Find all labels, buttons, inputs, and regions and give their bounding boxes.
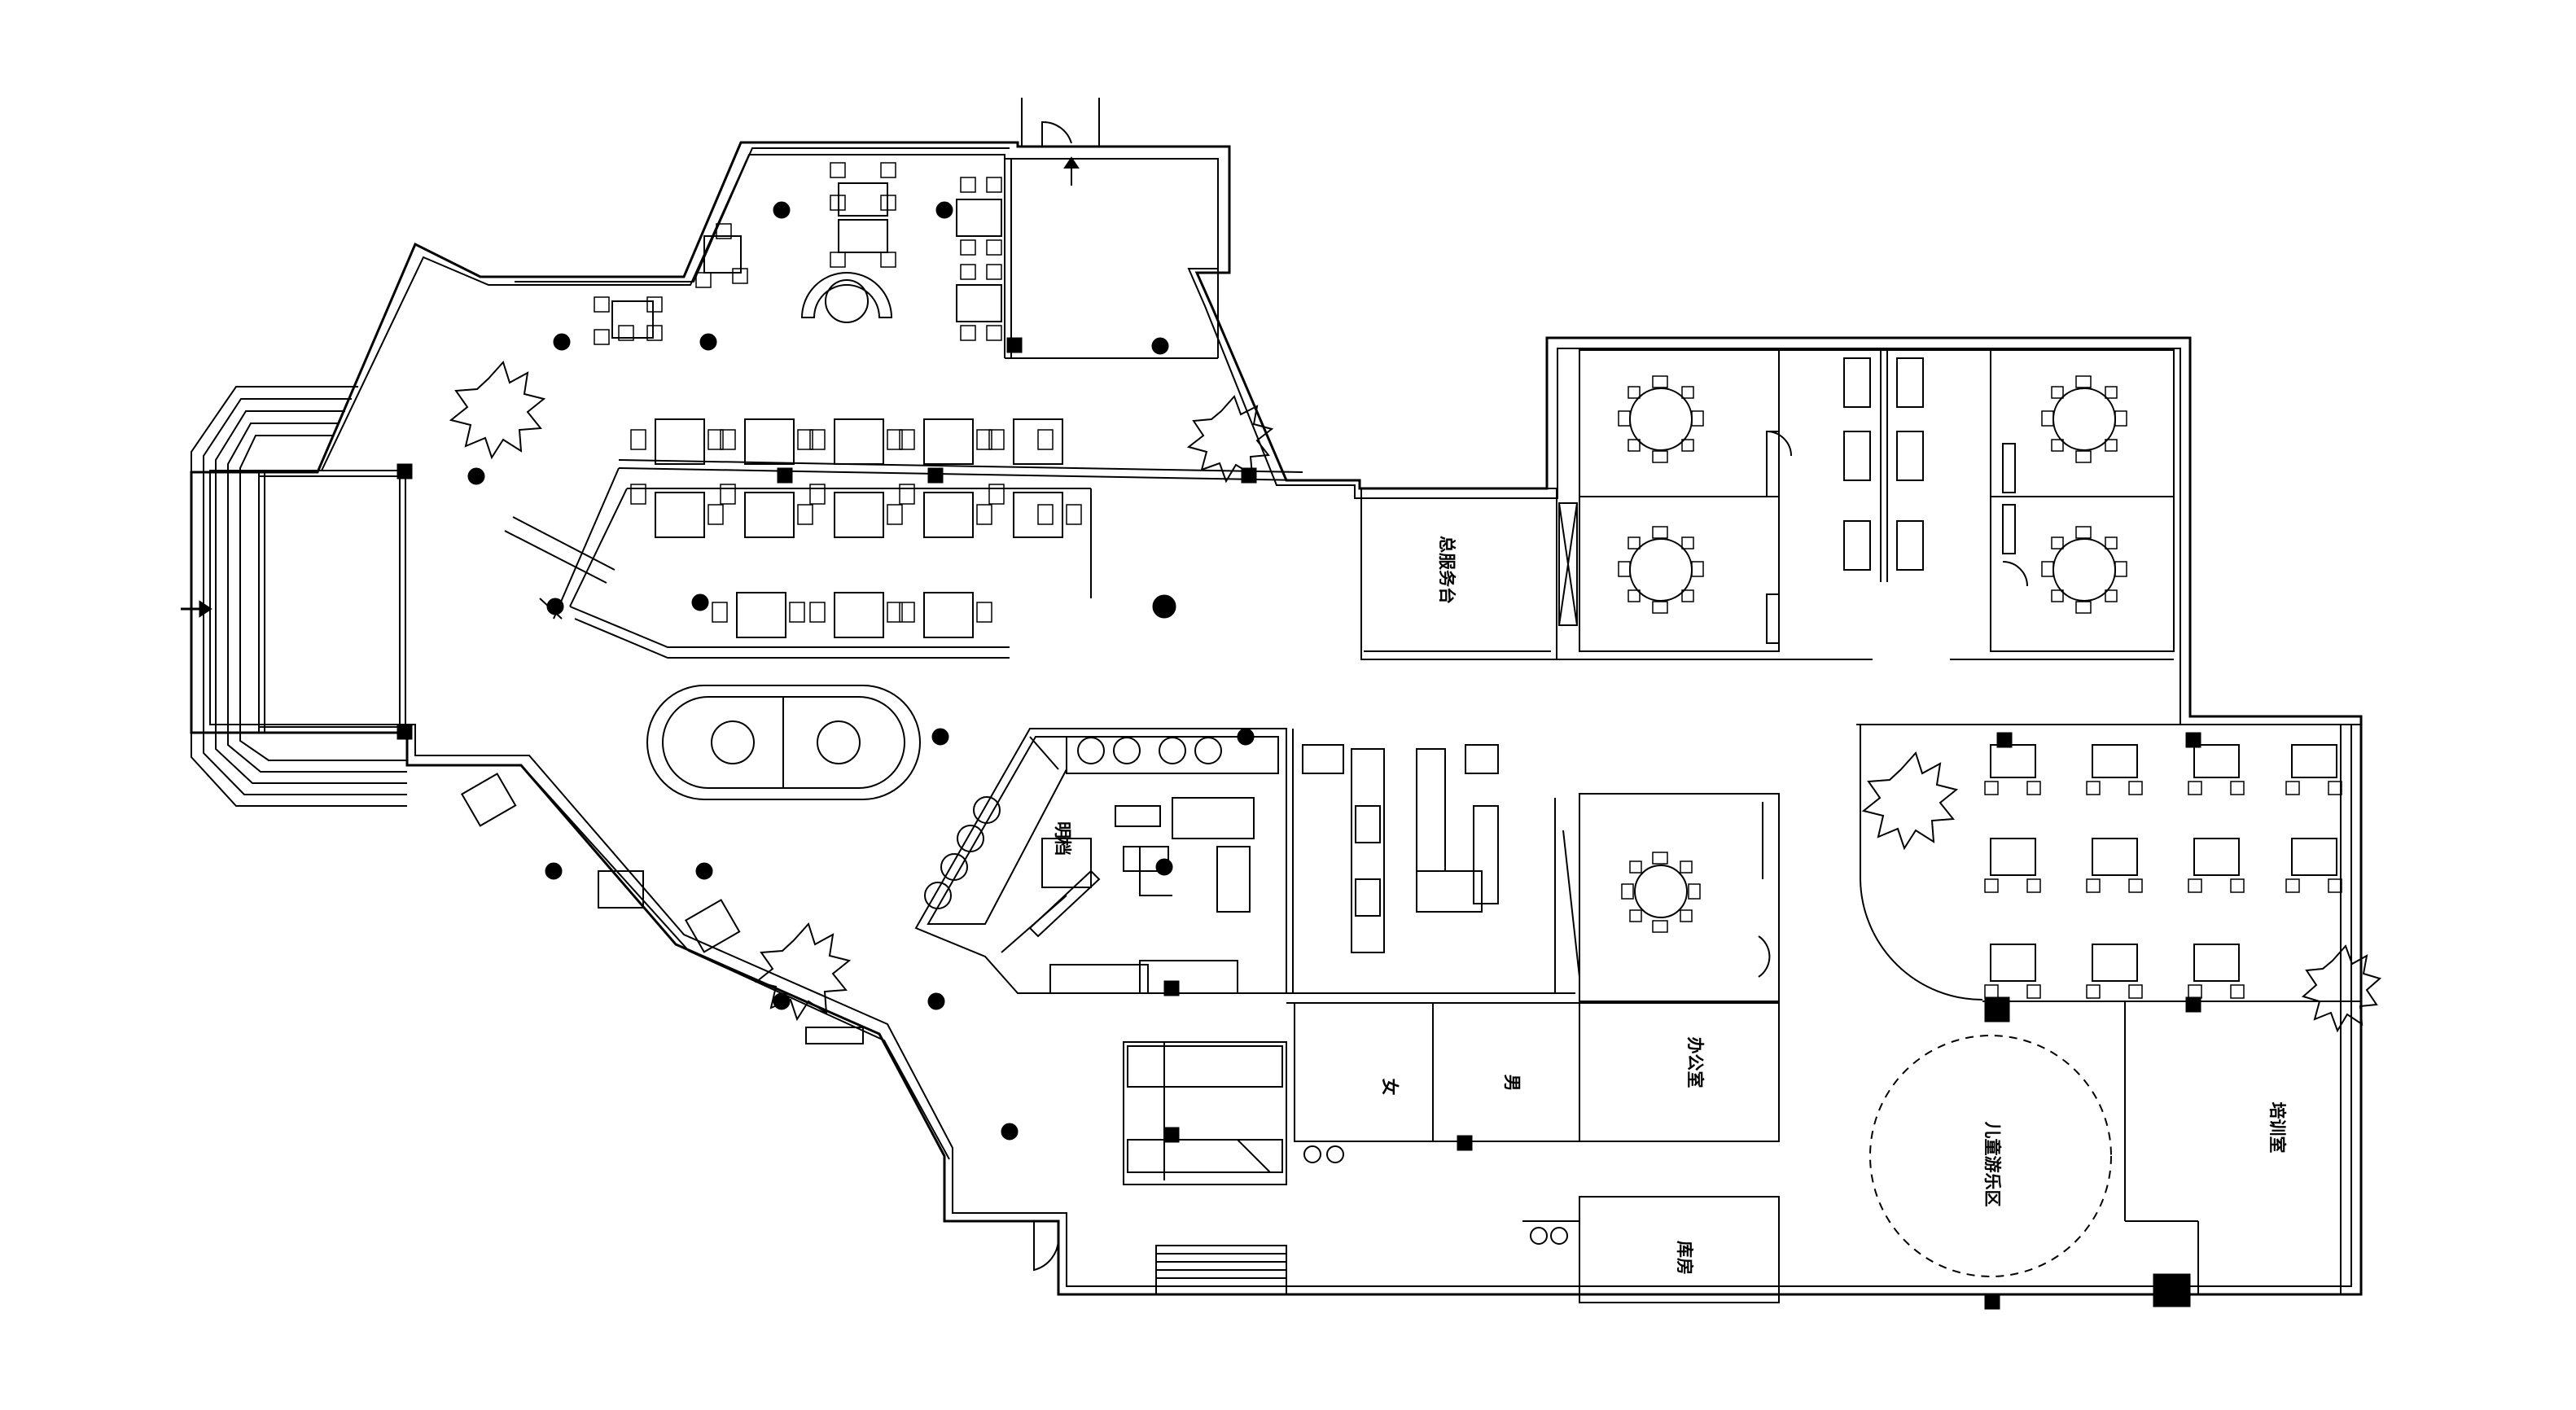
label-front-desk: 总服务台 [1437,536,1457,604]
right-dining-tables [1990,744,2337,982]
label-open-kitchen: 明档 [1053,821,1072,856]
upper-dining-partitions [504,159,1303,659]
restrooms-office-block [1033,1002,1780,1303]
dining-tables-upper [611,182,1063,638]
kids-play-circle [1869,1035,2112,1277]
dining-chairs-upper [594,162,1082,623]
label-kids-play-area: 儿童游乐区 [1982,1122,2002,1207]
label-storage: 库房 [1675,1241,1694,1275]
right-dining-chairs [1984,781,2342,999]
entrance-steps [191,386,407,807]
kitchen [914,728,1294,994]
top-door [1021,98,1100,186]
label-office: 办公室 [1685,1037,1705,1088]
entrance-arrow [181,600,212,618]
front-desk-room [1360,488,1578,660]
label-female-restroom: 女 [1380,1079,1400,1096]
private-rooms-top-right [1514,349,2175,660]
right-dining-hall [1856,724,2361,1294]
curved-booth-upper [800,272,893,323]
dining-tables-lower-left [460,773,864,1044]
label-male-restroom: 男 [1502,1075,1522,1092]
structural-columns [396,201,2201,1310]
label-training-room: 培训室 [2267,1102,2287,1154]
oval-booth [646,685,921,800]
service-corridor [1286,744,1575,1004]
back-kitchen [1123,1041,1287,1185]
exterior-walls [190,141,2363,1296]
private-room-center [1554,793,1780,1002]
round-table-chairs [1618,375,2127,933]
